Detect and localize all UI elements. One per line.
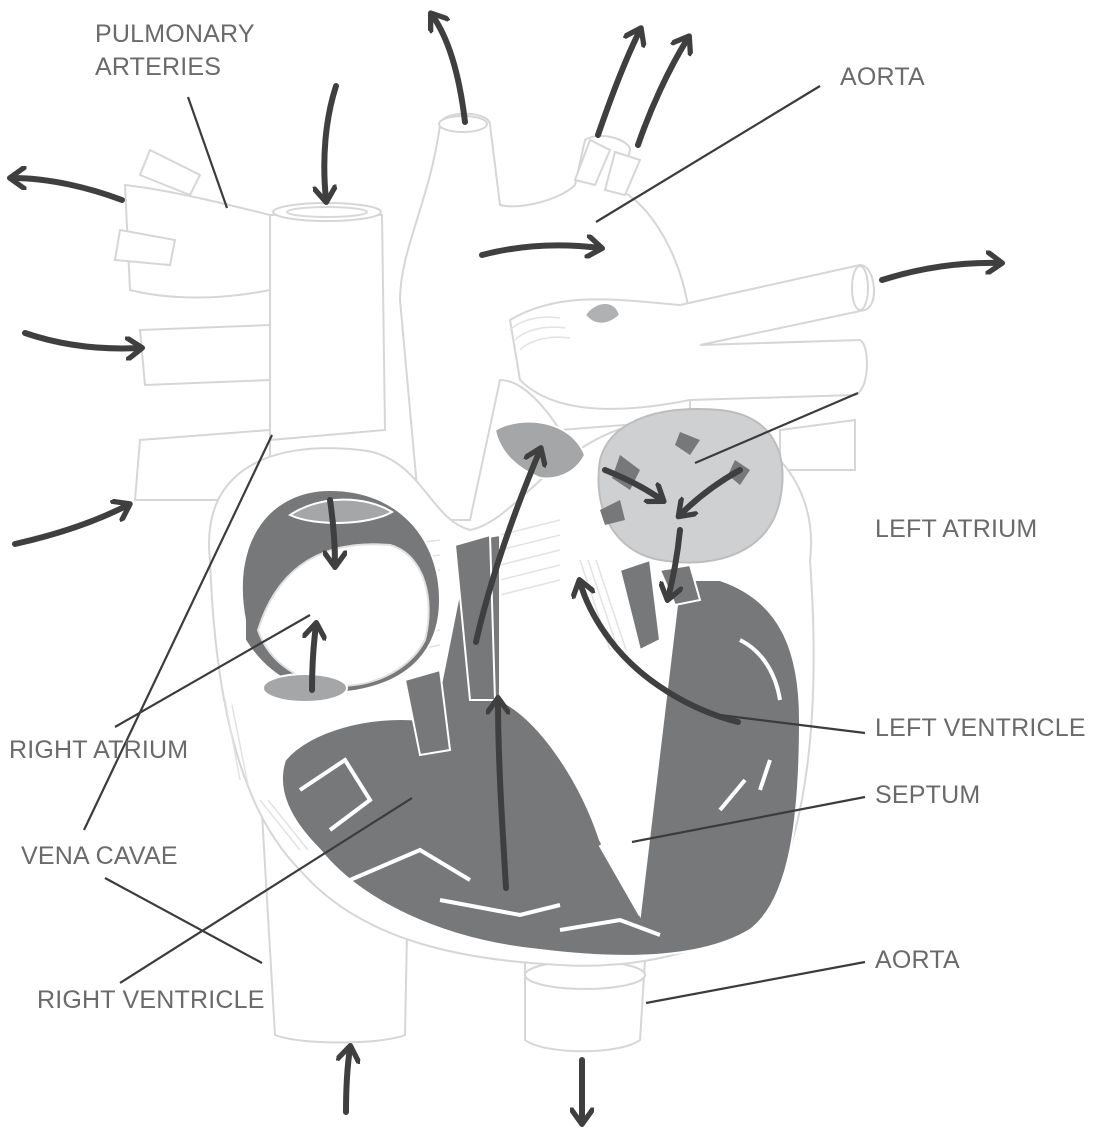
arrow-pulm-vein-in-2 xyxy=(15,505,128,544)
superior-vena-cava xyxy=(270,215,385,440)
label-left-ventricle: LEFT VENTRICLE xyxy=(875,713,1086,744)
label-septum: SEPTUM xyxy=(875,780,980,811)
label-vena-cavae: VENA CAVAE xyxy=(21,841,178,872)
leader-pulmonary-arteries xyxy=(188,97,227,208)
label-right-atrium: RIGHT ATRIUM xyxy=(9,735,188,766)
arrow-branch-2 xyxy=(638,38,688,145)
label-pulmonary-arteries-line1: PULMONARY xyxy=(95,19,255,50)
arrow-aorta-out-top xyxy=(432,15,465,122)
left-atrium-chamber xyxy=(598,409,782,562)
leader-vena-cavae-ivc xyxy=(105,878,262,963)
arrow-branch-1 xyxy=(598,30,640,135)
label-right-ventricle: RIGHT VENTRICLE xyxy=(37,985,265,1016)
arrow-svc-in xyxy=(324,86,336,200)
arrow-pulm-right-out xyxy=(882,263,1000,280)
label-aorta-top: AORTA xyxy=(840,62,925,93)
arrow-pulm-left-out xyxy=(12,178,122,200)
arrow-ivc-in xyxy=(346,1048,350,1112)
label-pulmonary-arteries-line2: ARTERIES xyxy=(95,52,221,83)
label-left-atrium: LEFT ATRIUM xyxy=(875,514,1037,545)
leader-aorta-bottom xyxy=(646,962,865,1003)
label-aorta-bottom: AORTA xyxy=(875,945,960,976)
arrow-pulm-vein-in-1 xyxy=(25,333,140,348)
